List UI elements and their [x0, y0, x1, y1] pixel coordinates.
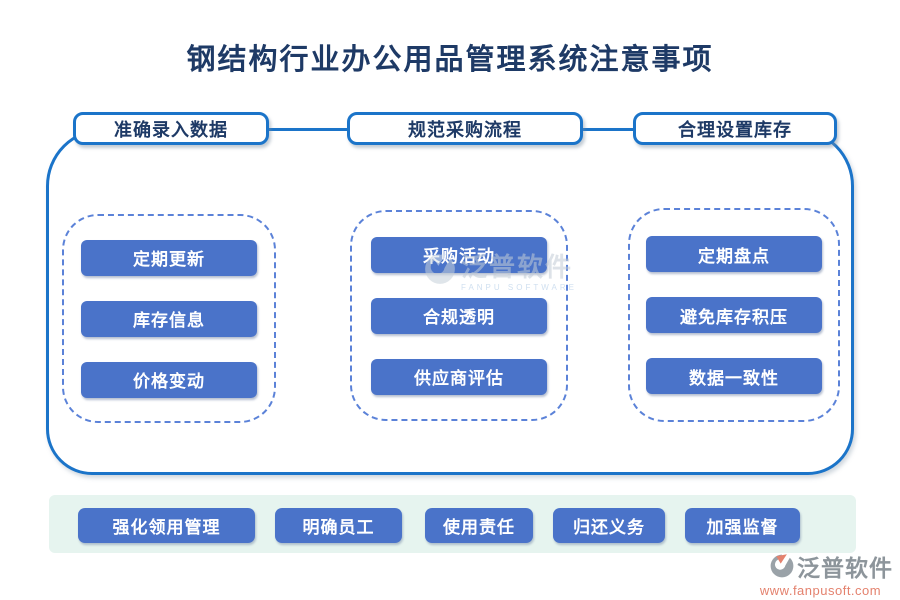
bottom-bar: 强化领用管理 明确员工 使用责任 归还义务 加强监督: [49, 495, 856, 553]
node-avoid-overstock: 避免库存积压: [646, 297, 822, 333]
vendor-brand-name: 泛普软件: [797, 555, 893, 581]
node-supplier-evaluation: 供应商评估: [371, 358, 547, 395]
node-return-obligation: 归还义务: [553, 508, 665, 543]
group-procurement: 采购活动 合规透明 供应商评估: [350, 210, 568, 421]
node-usage-responsibility: 使用责任: [425, 508, 533, 543]
tab-standard-procurement: 规范采购流程: [347, 112, 583, 145]
group-data-entry: 定期更新 库存信息 价格变动: [62, 214, 276, 423]
tab-accurate-data-entry: 准确录入数据: [73, 112, 269, 145]
node-strengthen-issue-management: 强化领用管理: [78, 508, 255, 543]
node-regular-stocktake: 定期盘点: [646, 236, 822, 272]
tab-label: 规范采购流程: [408, 119, 522, 140]
group-inventory: 定期盘点 避免库存积压 数据一致性: [628, 208, 840, 422]
tab-label: 合理设置库存: [678, 119, 792, 140]
vendor-logo: 泛普软件 www.fanpusoft.com: [748, 549, 893, 598]
node-price-change: 价格变动: [81, 361, 257, 398]
node-data-consistency: 数据一致性: [646, 358, 822, 394]
tab-label: 准确录入数据: [114, 119, 228, 140]
vendor-logo-icon: [769, 553, 795, 579]
node-procurement-activity: 采购活动: [371, 236, 547, 273]
node-inventory-info: 库存信息: [81, 300, 257, 337]
tab-reasonable-inventory: 合理设置库存: [633, 112, 837, 145]
vendor-url: www.fanpusoft.com: [759, 583, 882, 598]
page-title: 钢结构行业办公用品管理系统注意事项: [186, 44, 714, 76]
node-clarify-employee: 明确员工: [275, 508, 402, 543]
node-compliance-transparency: 合规透明: [371, 297, 547, 334]
node-strengthen-supervision: 加强监督: [685, 508, 800, 543]
node-regular-update: 定期更新: [81, 239, 257, 276]
